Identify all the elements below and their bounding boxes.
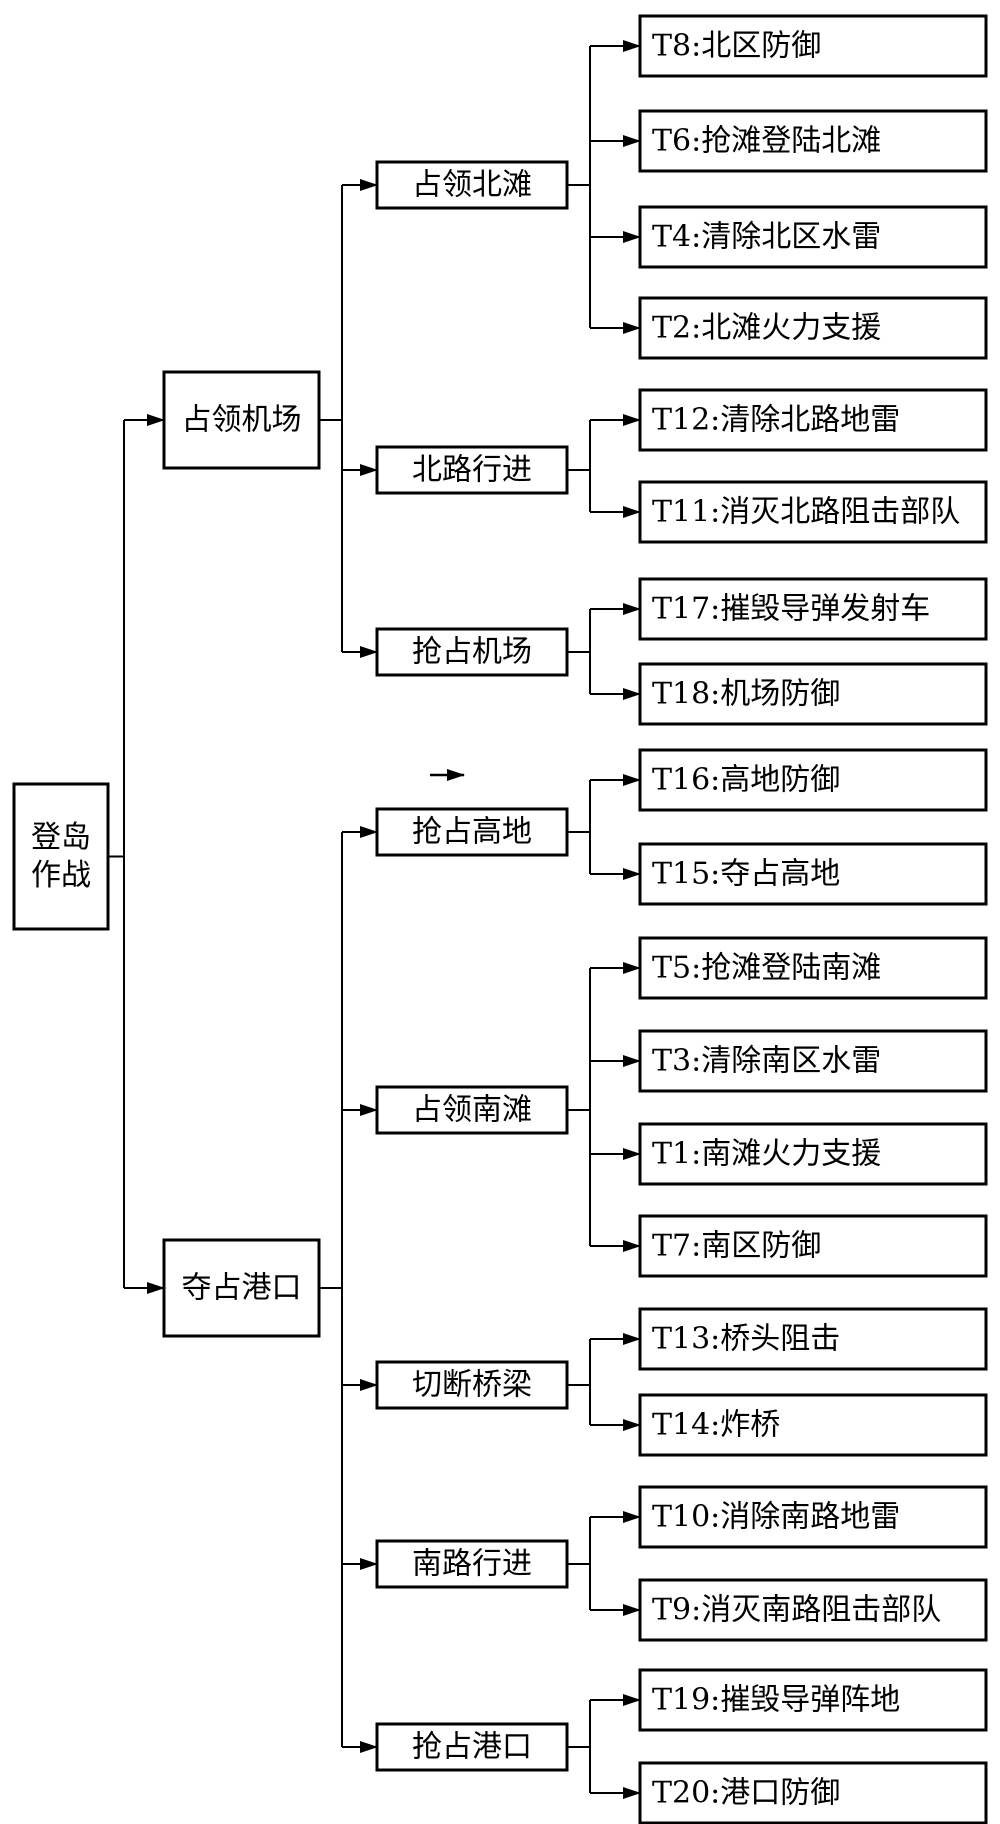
task-node-t17-label: T17:摧毁导弹发射车 — [652, 592, 930, 627]
task-node-t12-frame — [638, 388, 988, 452]
subgoal-node-s5-frame — [375, 1085, 569, 1135]
task-node-t12-label: T12:清除北路地雷 — [652, 403, 900, 438]
goal-node-g2-label: 夺占港口 — [182, 1271, 302, 1306]
task-node-t4-label: T4:清除北区水雷 — [652, 220, 881, 255]
task-node-t15-frame — [638, 842, 988, 906]
task-node-t1: T1:南滩火力支援 — [638, 1122, 988, 1186]
subgoal-node-s4-label: 抢占高地 — [412, 815, 532, 850]
goal-node-g2: 夺占港口 — [162, 1238, 321, 1338]
task-node-t15-label: T15:夺占高地 — [652, 857, 840, 892]
task-node-t13-frame — [638, 1307, 988, 1371]
task-node-t1-frame — [638, 1122, 988, 1186]
task-node-t20-frame — [638, 1761, 988, 1824]
task-node-t19-frame — [638, 1668, 988, 1732]
task-node-t2: T2:北滩火力支援 — [638, 296, 988, 360]
task-node-t3-label: T3:清除南区水雷 — [652, 1044, 881, 1079]
task-node-t19: T19:摧毁导弹阵地 — [638, 1668, 988, 1732]
task-node-t14-frame — [638, 1393, 988, 1457]
task-node-t16: T16:高地防御 — [638, 748, 988, 812]
task-node-t13: T13:桥头阻击 — [638, 1307, 988, 1371]
root-node-label: 登岛 — [31, 820, 91, 855]
task-node-t17: T17:摧毁导弹发射车 — [638, 577, 988, 641]
subgoal-node-s8: 抢占港口 — [375, 1722, 569, 1772]
task-node-t16-label: T16:高地防御 — [652, 763, 840, 798]
subgoal-node-s5-label: 占领南滩 — [412, 1093, 532, 1128]
subgoal-node-s3-frame — [375, 627, 569, 677]
root-node-frame — [12, 782, 110, 931]
task-node-t11: T11:消灭北路阻击部队 — [638, 480, 988, 544]
task-node-t10-frame — [638, 1485, 988, 1549]
goal-node-g1-label: 占领机场 — [182, 403, 302, 438]
subgoal-node-s2: 北路行进 — [375, 445, 569, 495]
subgoal-node-s1: 占领北滩 — [375, 160, 569, 210]
task-node-t7: T7:南区防御 — [638, 1214, 988, 1278]
task-node-t10-label: T10:消除南路地雷 — [652, 1500, 900, 1535]
task-node-t6-frame — [638, 109, 988, 173]
subgoal-node-s3: 抢占机场 — [375, 627, 569, 677]
subgoal-node-s6-label: 切断桥梁 — [412, 1368, 532, 1403]
task-node-t11-label: T11:消灭北路阻击部队 — [652, 495, 960, 530]
subgoal-node-s8-frame — [375, 1722, 569, 1772]
task-node-t4-frame — [638, 205, 988, 269]
subgoal-node-s7-label: 南路行进 — [412, 1547, 532, 1582]
subgoal-node-s2-frame — [375, 445, 569, 495]
subgoal-node-s1-label: 占领北滩 — [412, 168, 532, 203]
task-node-t14-label: T14:炸桥 — [652, 1408, 780, 1443]
task-node-t9-frame — [638, 1578, 988, 1642]
task-node-t9-label: T9:消灭南路阻击部队 — [652, 1593, 941, 1628]
task-node-t6: T6:抢滩登陆北滩 — [638, 109, 988, 173]
task-node-t2-frame — [638, 296, 988, 360]
task-node-t5-label: T5:抢滩登陆南滩 — [652, 951, 881, 986]
subgoal-node-s4-frame — [375, 807, 569, 857]
task-node-t3-frame — [638, 1029, 988, 1093]
task-node-t8-label: T8:北区防御 — [652, 29, 821, 64]
task-node-t16-frame — [638, 748, 988, 812]
task-node-t14: T14:炸桥 — [638, 1393, 988, 1457]
task-node-t8: T8:北区防御 — [638, 14, 988, 78]
task-node-t10: T10:消除南路地雷 — [638, 1485, 988, 1549]
task-node-t11-frame — [638, 480, 988, 544]
task-node-t9: T9:消灭南路阻击部队 — [638, 1578, 988, 1642]
subgoal-node-s5: 占领南滩 — [375, 1085, 569, 1135]
task-node-t19-label: T19:摧毁导弹阵地 — [652, 1683, 900, 1718]
task-node-t5-frame — [638, 936, 988, 1000]
subgoal-node-s3-label: 抢占机场 — [412, 635, 532, 670]
goal-node-g1-frame — [162, 370, 321, 470]
task-node-t18-frame — [638, 662, 988, 726]
task-node-t2-label: T2:北滩火力支援 — [652, 311, 881, 346]
root-node-label: 作战 — [31, 858, 91, 893]
subgoal-node-s6-frame — [375, 1360, 569, 1410]
subgoal-node-s8-label: 抢占港口 — [412, 1730, 532, 1765]
task-node-t7-label: T7:南区防御 — [652, 1229, 821, 1264]
subgoal-node-s6: 切断桥梁 — [375, 1360, 569, 1410]
task-node-t6-label: T6:抢滩登陆北滩 — [652, 124, 881, 159]
connector-lines — [108, 40, 641, 1799]
task-node-t8-frame — [638, 14, 988, 78]
task-node-t4: T4:清除北区水雷 — [638, 205, 988, 269]
task-node-t15: T15:夺占高地 — [638, 842, 988, 906]
goal-node-g2-frame — [162, 1238, 321, 1338]
task-node-t5: T5:抢滩登陆南滩 — [638, 936, 988, 1000]
task-node-t7-frame — [638, 1214, 988, 1278]
task-node-t20-label: T20:港口防御 — [652, 1776, 840, 1811]
task-node-t17-frame — [638, 577, 988, 641]
task-node-t3: T3:清除南区水雷 — [638, 1029, 988, 1093]
task-node-t1-label: T1:南滩火力支援 — [652, 1137, 881, 1172]
subgoal-node-s2-label: 北路行进 — [412, 453, 532, 488]
subgoal-node-s7: 南路行进 — [375, 1539, 569, 1589]
goal-node-g1: 占领机场 — [162, 370, 321, 470]
subgoal-node-s7-frame — [375, 1539, 569, 1589]
task-node-t18: T18:机场防御 — [638, 662, 988, 726]
task-node-t13-label: T13:桥头阻击 — [652, 1322, 840, 1357]
task-node-t18-label: T18:机场防御 — [652, 677, 840, 712]
subgoal-node-s1-frame — [375, 160, 569, 210]
subgoal-node-s4: 抢占高地 — [375, 807, 569, 857]
task-node-t20: T20:港口防御 — [638, 1761, 988, 1824]
task-node-t12: T12:清除北路地雷 — [638, 388, 988, 452]
